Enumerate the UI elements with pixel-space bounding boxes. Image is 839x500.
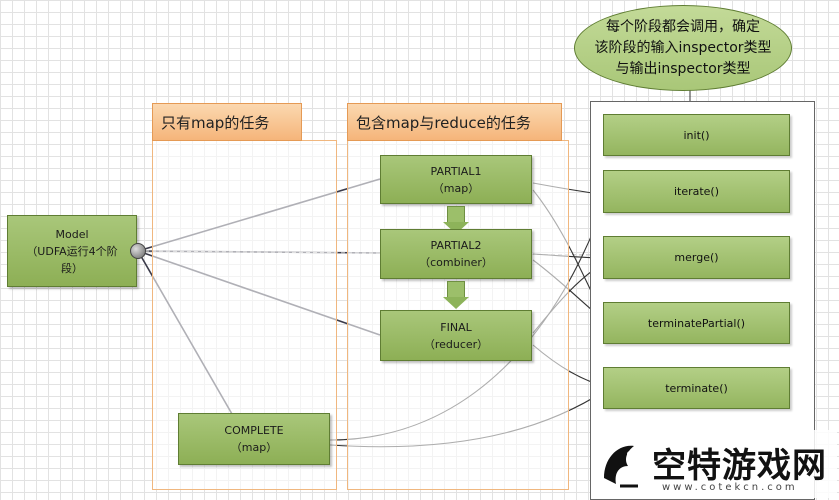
method-init: init() bbox=[603, 114, 790, 156]
watermark-logo-icon bbox=[604, 445, 638, 488]
stage-partial1-sub: （map） bbox=[432, 181, 480, 195]
map-reduce-panel-title: 包含map与reduce的任务 bbox=[356, 114, 531, 132]
stage-partial2-name: PARTIAL2 bbox=[430, 239, 482, 252]
callout-line2: 该阶段的输入inspector类型 bbox=[594, 39, 772, 56]
method-merge: merge() bbox=[603, 236, 790, 279]
method-merge-label: merge() bbox=[674, 251, 719, 264]
model-desc-line1: （UDFA运行4个阶 bbox=[26, 244, 118, 258]
stage-complete: COMPLETE （map） bbox=[178, 413, 330, 465]
down-arrow-2-head bbox=[443, 297, 469, 309]
model-connector-dot bbox=[130, 243, 146, 259]
stage-partial2: PARTIAL2 （combiner） bbox=[380, 229, 532, 279]
stage-partial1-name: PARTIAL1 bbox=[430, 164, 482, 178]
method-terminatepartial-label: terminatePartial() bbox=[647, 316, 746, 330]
watermark-url: www.cotekcn.com bbox=[662, 482, 798, 493]
model-title: Model bbox=[55, 227, 89, 241]
stage-partial2-sub: （combiner） bbox=[419, 256, 493, 269]
watermark: 空特游戏网 www.cotekcn.com bbox=[592, 430, 837, 498]
method-init-label: init() bbox=[683, 128, 710, 142]
callout-bubble: 每个阶段都会调用，确定 该阶段的输入inspector类型 与输出inspect… bbox=[574, 5, 792, 91]
stage-final: FINAL （reducer） bbox=[380, 310, 532, 361]
stage-final-name: FINAL bbox=[440, 320, 472, 334]
stage-complete-name: COMPLETE bbox=[224, 424, 284, 437]
stage-final-sub: （reducer） bbox=[423, 337, 489, 351]
watermark-title: 空特游戏网 bbox=[652, 446, 827, 486]
map-reduce-panel-header: 包含map与reduce的任务 bbox=[347, 103, 562, 141]
model-desc-line2: 段） bbox=[61, 261, 83, 275]
map-only-panel-header: 只有map的任务 bbox=[152, 103, 302, 141]
method-terminatepartial: terminatePartial() bbox=[603, 302, 790, 344]
map-only-panel-title: 只有map的任务 bbox=[161, 114, 270, 132]
method-iterate: iterate() bbox=[603, 170, 790, 213]
method-iterate-label: iterate() bbox=[673, 185, 720, 198]
stage-partial1: PARTIAL1 （map） bbox=[380, 155, 532, 204]
stage-complete-sub: （map） bbox=[230, 441, 278, 454]
model-box: Model （UDFA运行4个阶 段） bbox=[7, 215, 137, 287]
callout-line3: 与输出inspector类型 bbox=[615, 60, 751, 77]
callout-line1: 每个阶段都会调用，确定 bbox=[606, 18, 760, 35]
method-terminate: terminate() bbox=[603, 367, 790, 409]
method-terminate-label: terminate() bbox=[665, 381, 728, 395]
